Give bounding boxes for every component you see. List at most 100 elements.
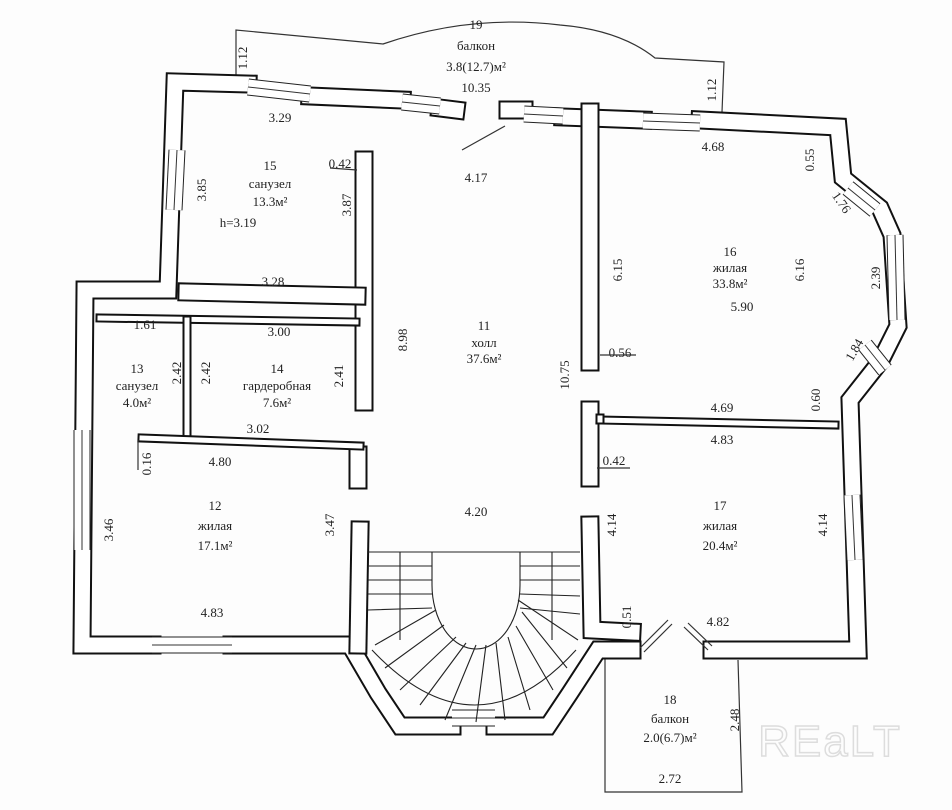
svg-text:4.83: 4.83: [711, 432, 734, 447]
svg-text:жилая: жилая: [197, 518, 232, 533]
window-sash-line: [847, 187, 876, 211]
window-sash-line: [523, 113, 564, 117]
svg-text:0.42: 0.42: [329, 156, 352, 171]
dimension-labels: 1.12 10.35 1.12 3.29 4.17 0.42 3.85 3.87…: [101, 47, 883, 786]
svg-text:1.12: 1.12: [704, 79, 719, 102]
interior-walls-fill: [597, 417, 838, 428]
svg-text:жилая: жилая: [702, 518, 737, 533]
svg-text:4.80: 4.80: [209, 454, 232, 469]
svg-text:7.6м²: 7.6м²: [263, 395, 291, 410]
svg-text:17.1м²: 17.1м²: [198, 538, 233, 553]
svg-text:3.47: 3.47: [322, 513, 337, 536]
exterior-walls-fill: [302, 88, 410, 108]
exterior-walls-fill: [74, 74, 256, 653]
svg-text:0.51: 0.51: [619, 606, 634, 629]
room-19-label: 19 балкон 3.8(12.7)м²: [446, 17, 506, 74]
dimension-leaders: [137, 167, 636, 470]
room-15-label: 15 санузел 13.3м²: [249, 158, 292, 209]
svg-text:2.39: 2.39: [868, 267, 883, 290]
svg-text:2.0(6.7)м²: 2.0(6.7)м²: [643, 730, 696, 745]
svg-text:4.82: 4.82: [707, 614, 730, 629]
balcony-19-outline: [235, 21, 725, 113]
svg-text:3.8(12.7)м²: 3.8(12.7)м²: [446, 59, 506, 74]
svg-text:2.48: 2.48: [727, 709, 742, 732]
svg-text:4.68: 4.68: [702, 139, 725, 154]
windows: [73, 78, 906, 727]
svg-text:20.4м²: 20.4м²: [703, 538, 738, 553]
room-13-label: 13 санузел 4.0м²: [116, 361, 159, 410]
window-sash-line: [173, 149, 178, 211]
svg-text:3.02: 3.02: [247, 421, 270, 436]
room-17-label: 17 жилая 20.4м²: [702, 498, 738, 553]
svg-text:2.41: 2.41: [331, 365, 346, 388]
svg-text:2.42: 2.42: [198, 362, 213, 385]
svg-text:балкон: балкон: [651, 711, 689, 726]
exterior-walls-fill: [555, 109, 651, 128]
svg-text:16: 16: [724, 244, 738, 259]
svg-text:санузел: санузел: [249, 176, 292, 191]
svg-text:4.69: 4.69: [711, 400, 734, 415]
window-sash-line: [642, 120, 701, 124]
svg-text:10.75: 10.75: [557, 360, 572, 389]
svg-text:13.3м²: 13.3м²: [253, 194, 288, 209]
room-14-label: 14 гардеробная 7.6м²: [243, 361, 311, 410]
svg-text:15: 15: [264, 158, 277, 173]
exterior-walls-fill: [487, 642, 640, 734]
interior-walls-fill: [179, 284, 365, 304]
room-11-label: 11 холл 37.6м²: [467, 318, 502, 366]
svg-text:балкон: балкон: [457, 38, 495, 53]
svg-text:3.29: 3.29: [269, 110, 292, 125]
room-12-label: 12 жилая 17.1м²: [197, 498, 233, 553]
svg-text:2.42: 2.42: [169, 362, 184, 385]
svg-text:3.87: 3.87: [339, 193, 354, 216]
interior-walls-fill: [582, 517, 640, 640]
window-sash-line: [247, 86, 311, 95]
svg-text:5.90: 5.90: [731, 299, 754, 314]
window-sash-line: [864, 344, 886, 371]
svg-text:6.15: 6.15: [610, 259, 625, 282]
exterior-walls-fill: [431, 99, 465, 119]
interior-walls-fill: [97, 315, 359, 325]
door-leaf-left[interactable]: [639, 619, 673, 653]
svg-text:33.8м²: 33.8м²: [713, 276, 748, 291]
door-swing-line: [461, 125, 506, 151]
svg-text:1.12: 1.12: [235, 47, 250, 70]
svg-text:3.28: 3.28: [262, 274, 285, 289]
staircase[interactable]: [367, 551, 581, 723]
window-sash-line: [851, 494, 856, 561]
svg-text:12: 12: [209, 498, 222, 513]
svg-text:14: 14: [271, 361, 285, 376]
interior-walls: [95, 102, 840, 655]
ceiling-height: h=3.19: [220, 215, 257, 230]
svg-text:0.55: 0.55: [802, 149, 817, 172]
interior-walls-fill: [350, 522, 368, 653]
svg-text:4.0м²: 4.0м²: [123, 395, 151, 410]
svg-text:4.83: 4.83: [201, 605, 224, 620]
exterior-walls: [72, 72, 908, 736]
svg-text:10.35: 10.35: [461, 80, 490, 95]
interior-walls-fill: [139, 435, 363, 449]
svg-text:3.00: 3.00: [268, 324, 291, 339]
window-sash-line: [401, 101, 441, 107]
room-18-label: 18 балкон 2.0(6.7)м²: [643, 692, 696, 745]
svg-text:18: 18: [664, 692, 677, 707]
svg-text:холл: холл: [471, 335, 497, 350]
svg-text:17: 17: [714, 498, 728, 513]
svg-text:3.85: 3.85: [194, 179, 209, 202]
svg-text:13: 13: [131, 361, 144, 376]
svg-text:4.14: 4.14: [604, 513, 619, 536]
svg-text:4.17: 4.17: [465, 170, 488, 185]
svg-text:0.16: 0.16: [139, 452, 154, 475]
svg-text:11: 11: [478, 318, 491, 333]
door-leaf-right[interactable]: [683, 622, 713, 651]
svg-text:1.84: 1.84: [842, 336, 867, 364]
svg-text:19: 19: [470, 17, 483, 32]
svg-text:гардеробная: гардеробная: [243, 378, 311, 393]
balcony-18-outline: [604, 655, 743, 793]
svg-text:6.16: 6.16: [792, 258, 807, 281]
svg-text:37.6м²: 37.6м²: [467, 351, 502, 366]
svg-text:2.72: 2.72: [659, 771, 682, 786]
svg-text:8.98: 8.98: [395, 329, 410, 352]
svg-text:жилая: жилая: [712, 260, 747, 275]
